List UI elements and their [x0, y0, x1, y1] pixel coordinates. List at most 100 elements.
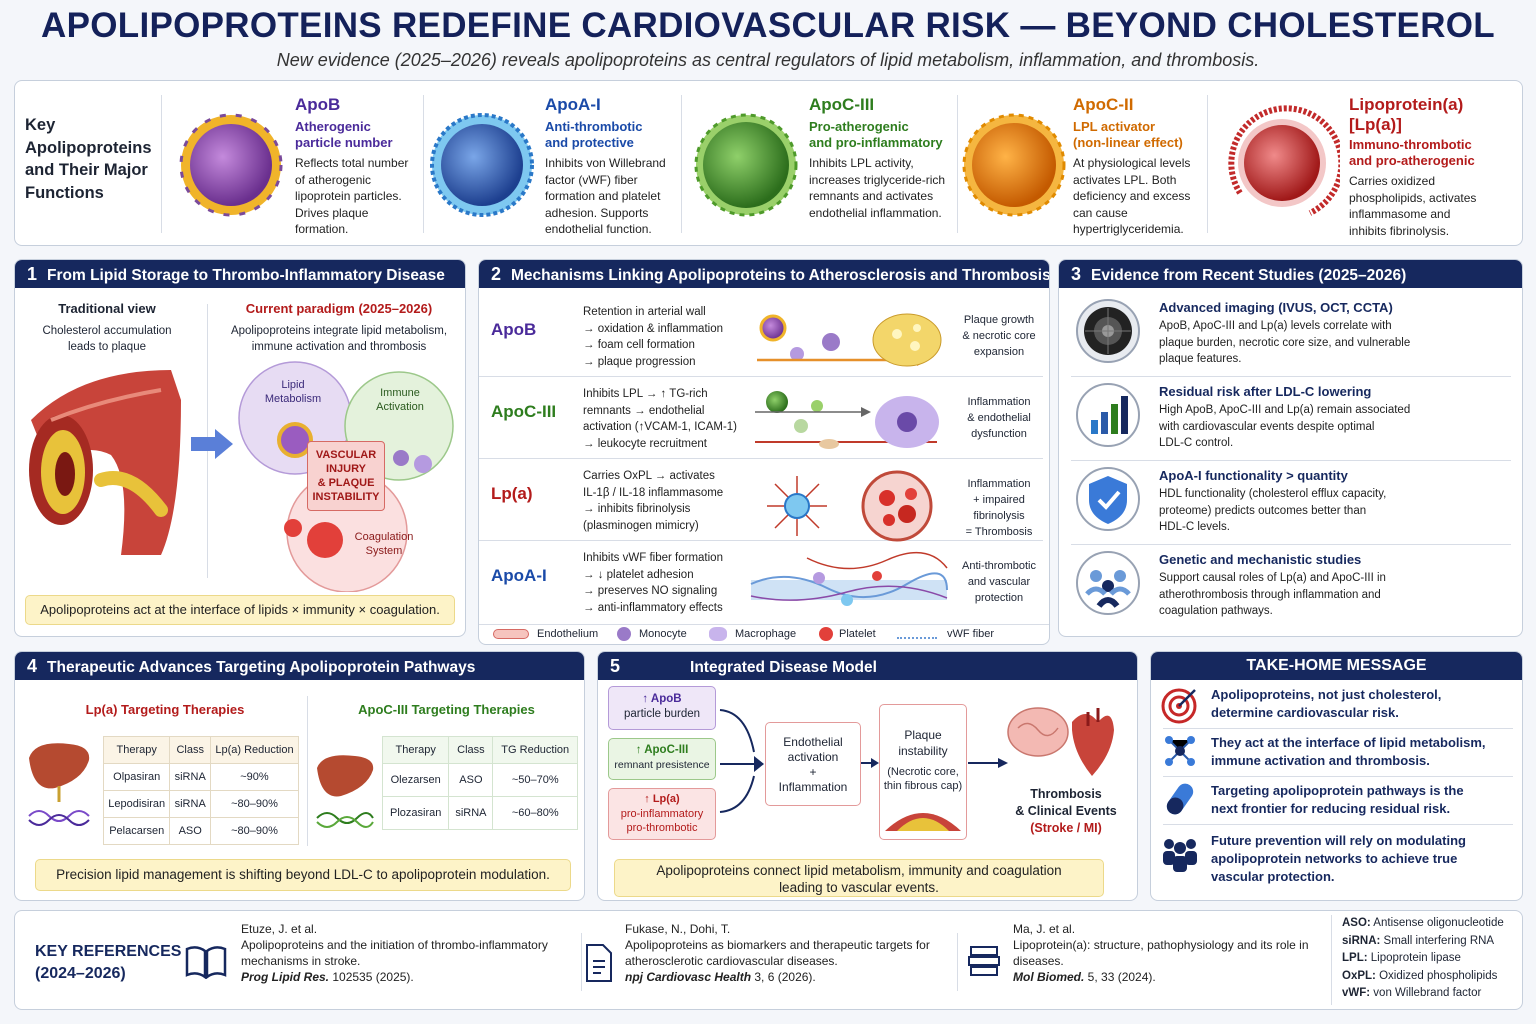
divider [581, 933, 582, 991]
mechanism-row: ApoA-I Inhibits vWF fiber formation→ ↓ pl… [479, 542, 1049, 624]
bar-chart-icon [1076, 383, 1140, 447]
platelet-swatch-icon [819, 627, 833, 641]
lpa-particle-icon [1228, 105, 1340, 216]
arrow-right-icon [861, 758, 879, 768]
macrophage-swatch-icon [709, 627, 727, 641]
divider [1163, 824, 1513, 825]
brain-heart-icon [1007, 707, 1114, 776]
evidence-item-text: HDL functionality (cholesterol efflux ca… [1159, 488, 1387, 533]
take-home-item: Future prevention will rely on modulatin… [1211, 833, 1466, 884]
apoa1-mechanism-illustration [750, 551, 948, 606]
panel-5-note: Apolipoproteins connect lipid metabolism… [614, 859, 1104, 897]
convergence-arrows [719, 709, 764, 813]
evidence-item-title: Genetic and mechanistic studies [1159, 552, 1362, 567]
mechanism-row-name: ApoA-I [491, 566, 547, 585]
mechanism-row-text: Retention in arterial wall→ oxidation & … [583, 306, 723, 368]
mechanism-row-outcome: Inflammation+ impaired fibrinolysis= Thr… [965, 478, 1033, 538]
apoc3-therapies-title: ApoC-III Targeting Therapies [358, 702, 535, 717]
divider [479, 540, 1043, 541]
take-home-header: TAKE-HOME MESSAGE [1151, 652, 1522, 680]
reference-1: Etuze, J. et al. Apolipoproteins and the… [241, 922, 548, 984]
apoc2-name: ApoC-II [1073, 95, 1134, 114]
apoc3-particle-icon [694, 113, 798, 217]
mechanism-row-name: ApoC-III [491, 402, 557, 421]
apob-particle-icon [179, 113, 283, 217]
lpa-name: Lipoprotein(a)[Lp(a)] [1349, 95, 1464, 134]
divider [1163, 776, 1513, 777]
current-paradigm-title: Current paradigm (2025–2026) [245, 301, 433, 316]
divider [1163, 728, 1513, 729]
take-home-item: Apolipoproteins, not just cholesterol,de… [1211, 687, 1442, 720]
abbreviations-list: ASO: Antisense oligonucleotide siRNA: Sm… [1331, 915, 1519, 1005]
divider [479, 376, 1043, 377]
divider [307, 696, 308, 846]
book-icon [185, 946, 227, 979]
apob-mechanism-illustration [757, 313, 942, 367]
evidence-item-text: Support causal roles of Lp(a) and ApoC-I… [1159, 572, 1386, 617]
current-paradigm-text: Apolipoproteins integrate lipid metaboli… [230, 325, 448, 353]
people-icon [1163, 839, 1197, 872]
traditional-view-title: Traditional view [58, 301, 156, 316]
artery-illustration [29, 370, 181, 555]
lpa-mechanism-illustration [767, 470, 933, 542]
divider [479, 458, 1043, 459]
imaging-scan-icon [1076, 299, 1140, 363]
page-subtitle: New evidence (2025–2026) reveals apolipo… [276, 50, 1260, 70]
divider [161, 95, 162, 233]
panel-1-note: Apolipoproteins act at the interface of … [25, 595, 455, 625]
mechanism-row-text: Inhibits vWF fiber formation→ ↓ platelet… [583, 552, 723, 614]
clinical-events-label: Thrombosis& Clinical Events (Stroke / MI… [1015, 787, 1117, 835]
divider [479, 624, 1049, 625]
plaque-illustration [885, 813, 961, 831]
document-icon [586, 944, 612, 982]
apoc3-mechanism-illustration [755, 391, 939, 449]
liver-dna-icon [316, 755, 374, 828]
evidence-item: Advanced imaging (IVUS, OCT, CCTA)ApoB, … [1159, 298, 1514, 368]
genetics-team-icon [1076, 551, 1140, 615]
vwf-fiber-swatch-icon [897, 627, 937, 639]
reference-2: Fukase, N., Dohi, T. Apolipoproteins as … [625, 922, 930, 984]
apoc3-name: ApoC-III [809, 95, 875, 114]
apoc2-role: LPL activator(non-linear effect) [1073, 119, 1183, 150]
apob-name: ApoB [295, 95, 341, 114]
take-home-item: Targeting apolipoprotein pathways is the… [1211, 783, 1464, 816]
endothelium-swatch-icon [493, 629, 529, 639]
key-heading: Key Apolipoproteins and Their Major Func… [25, 116, 152, 202]
divider [1071, 544, 1511, 545]
reference-3: Ma, J. et al. Lipoprotein(a): structure,… [1013, 922, 1309, 984]
network-icon [1165, 736, 1195, 766]
take-home-panel: TAKE-HOME MESSAGE Apolipoproteins, not j… [1150, 651, 1523, 901]
